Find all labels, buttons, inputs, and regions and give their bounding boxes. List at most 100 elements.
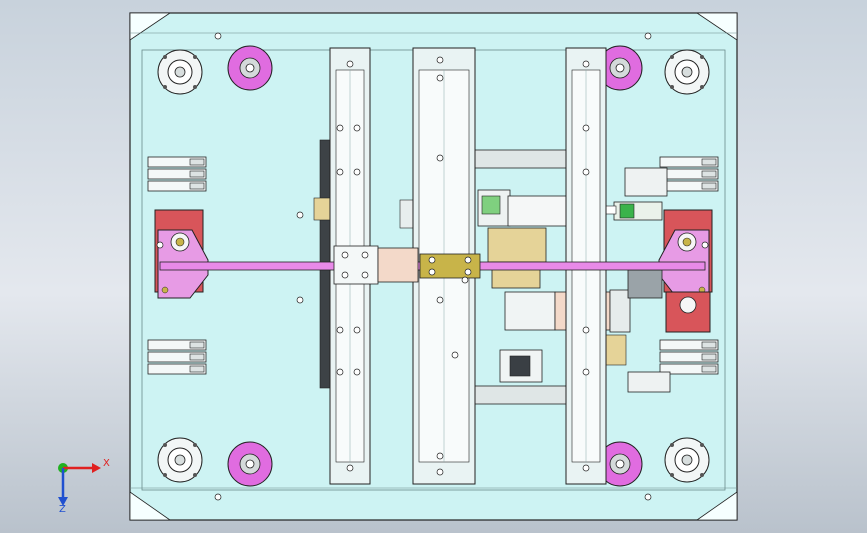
bolt: [161, 286, 169, 294]
leveling-foot: [157, 437, 203, 483]
cylinder-body: [147, 168, 207, 180]
screw-head: [464, 268, 472, 276]
gold-block: [419, 253, 481, 279]
cylinder-cap: [189, 341, 205, 349]
cylinder-body: [659, 156, 719, 168]
left-side-bracket[interactable]: [154, 209, 209, 299]
cylinder-cap: [189, 353, 205, 361]
screw-head: [582, 60, 590, 68]
foot-hole: [193, 473, 197, 477]
green-sensor: [619, 203, 635, 219]
screw-head: [346, 464, 354, 472]
screw-head: [436, 296, 444, 304]
cylinder-body: [147, 363, 207, 375]
foot-hole: [193, 85, 197, 89]
cylinder-cap: [701, 365, 717, 373]
cylinder-cap: [701, 182, 717, 190]
cylinder-bank: [659, 156, 719, 192]
cylinder-bank: [147, 339, 207, 375]
screw-head: [346, 60, 354, 68]
lower-clamp: [627, 371, 671, 393]
shaft-coupler: [377, 247, 419, 283]
cylinder-cap: [189, 365, 205, 373]
screw-head: [436, 154, 444, 162]
screw-head: [701, 241, 709, 249]
screw-head: [214, 493, 222, 501]
wheel-axle: [615, 459, 625, 469]
leveling-feet[interactable]: [157, 49, 710, 483]
foot-hole: [670, 55, 674, 59]
fasteners: [156, 32, 709, 501]
dark-sensor: [509, 355, 531, 377]
wheel-axle: [245, 459, 255, 469]
orientation-triad: [58, 463, 101, 506]
pneumatic-cylinders[interactable]: [147, 156, 719, 375]
bearing-core: [682, 237, 692, 247]
screw-head: [361, 251, 369, 259]
foot-hole: [700, 85, 704, 89]
foot-hole: [163, 85, 167, 89]
screw-head: [361, 271, 369, 279]
screw-head: [582, 168, 590, 176]
cylinder-cap: [701, 341, 717, 349]
screw-head: [644, 493, 652, 501]
cylinder-body: [147, 339, 207, 351]
screw-head: [582, 368, 590, 376]
corner-chamfer: [129, 491, 172, 521]
cross-beam-bottom: [474, 385, 571, 405]
right-side-bracket[interactable]: [658, 209, 713, 333]
screw-head: [353, 326, 361, 334]
screw-head: [436, 56, 444, 64]
gray-motor: [627, 269, 663, 299]
wheel-axle: [615, 63, 625, 73]
cross-beam-top: [474, 149, 571, 169]
axis-x-label: X: [103, 458, 110, 469]
bearing: [679, 296, 697, 314]
screw-head: [644, 32, 652, 40]
cylinder-cap: [701, 353, 717, 361]
screw-head: [214, 32, 222, 40]
wheel-axle: [245, 63, 255, 73]
screw-head: [461, 276, 469, 284]
cylinder-body: [659, 351, 719, 363]
axis-z-arrowhead: [58, 497, 68, 506]
foot-hole: [193, 443, 197, 447]
cylinder-body: [147, 156, 207, 168]
screw-head: [296, 211, 304, 219]
screw-head: [436, 452, 444, 460]
axis-z-label: Z: [59, 504, 66, 515]
screw-head: [582, 124, 590, 132]
foot-hole: [193, 55, 197, 59]
screw-head: [436, 74, 444, 82]
shaft-carriage: [333, 245, 379, 285]
foot-hole: [163, 473, 167, 477]
foot-hole: [700, 55, 704, 59]
leveling-foot: [157, 49, 203, 95]
cylinder-bank: [659, 339, 719, 375]
bearing-core: [175, 237, 185, 247]
corner-chamfers: [129, 12, 738, 521]
leveling-foot: [664, 437, 710, 483]
foot-hole: [670, 473, 674, 477]
foot-hole: [700, 443, 704, 447]
caster-wheel: [227, 441, 273, 487]
screw-head: [428, 268, 436, 276]
screw-head: [582, 464, 590, 472]
caster-wheel: [597, 45, 643, 91]
screw-head: [464, 256, 472, 264]
foot-bolt: [174, 66, 186, 78]
foot-hole: [670, 85, 674, 89]
screw-head: [353, 368, 361, 376]
screw-head: [353, 168, 361, 176]
clamp-block: [624, 167, 668, 197]
cylinder-cap: [189, 158, 205, 166]
leveling-foot: [664, 49, 710, 95]
screw-head: [341, 251, 349, 259]
cylinder-body: [659, 363, 719, 375]
caster-wheel: [227, 45, 273, 91]
screw-head: [336, 168, 344, 176]
screw-head: [582, 326, 590, 334]
foot-hole: [700, 473, 704, 477]
